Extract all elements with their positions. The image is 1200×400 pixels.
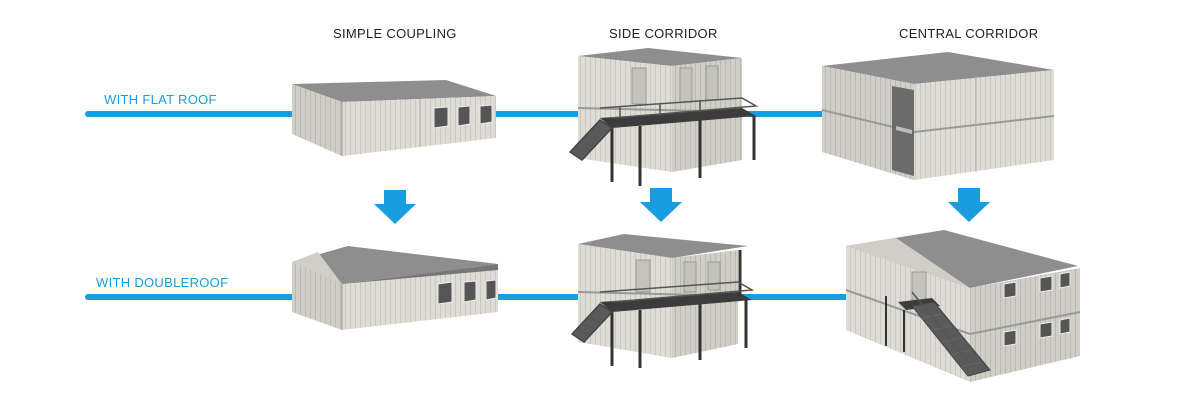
row-label-flat-roof: WITH FLAT ROOF — [104, 92, 217, 107]
down-arrow-icon — [374, 190, 416, 224]
simple-coupling-double-roof-building — [292, 246, 498, 330]
down-arrow-icon — [948, 188, 990, 222]
central-corridor-double-roof-building — [845, 230, 1081, 382]
side-corridor-double-roof-building — [570, 234, 755, 368]
down-arrow-icon — [640, 188, 682, 222]
column-title-side-corridor: SIDE CORRIDOR — [609, 26, 718, 41]
central-corridor-flat-roof-building — [821, 52, 1055, 180]
column-title-central-corridor: CENTRAL CORRIDOR — [899, 26, 1039, 41]
column-title-simple-coupling: SIMPLE COUPLING — [333, 26, 457, 41]
row-label-double-roof: WITH DOUBLEROOF — [96, 275, 229, 290]
side-corridor-flat-roof-building — [568, 48, 759, 186]
simple-coupling-flat-roof-building — [292, 80, 496, 156]
